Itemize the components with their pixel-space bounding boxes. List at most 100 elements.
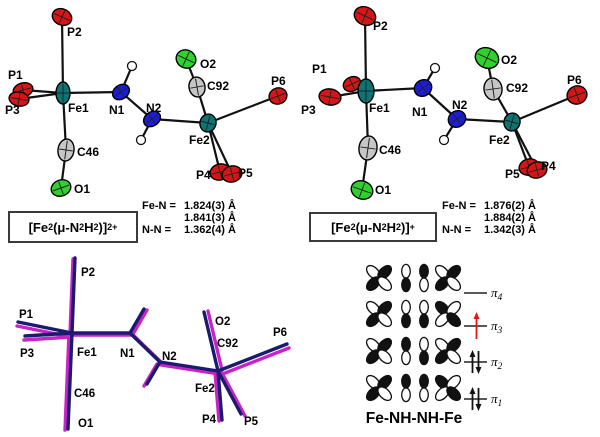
d-orbital-lobe — [377, 276, 393, 292]
bond-line — [207, 94, 279, 125]
distance-label: N-N = — [142, 224, 172, 236]
atom-P1e — [342, 75, 362, 93]
overlay-atom-label: P5 — [244, 416, 259, 428]
electron-arrow-head — [475, 367, 482, 374]
atom-H1 — [429, 62, 441, 74]
d-orbital-lobe — [377, 312, 393, 328]
p-orbital-lobe — [419, 336, 429, 352]
mo-row-pi2: π2 — [365, 336, 503, 374]
atom-O2 — [175, 49, 197, 69]
formula-text: 2 — [381, 222, 387, 232]
formula-text: )] — [98, 219, 108, 235]
distance-label: N-N = — [442, 224, 472, 236]
overlay-bond-navy — [216, 342, 289, 373]
d-orbital-lobe — [446, 386, 462, 402]
ellipsoid-meridian — [366, 137, 370, 159]
distance-row: Fe-N =1.876(2) Å — [442, 200, 536, 212]
atom-label: P2 — [373, 19, 388, 33]
atom-label: O2 — [200, 57, 216, 71]
p-orbital-lobe — [401, 277, 411, 293]
ellipsoid-meridian — [217, 165, 223, 179]
atom-label: O2 — [501, 53, 517, 67]
atom-label: P6 — [567, 73, 582, 87]
overlay-bond-magenta — [68, 257, 75, 336]
atom-Fe2 — [503, 112, 521, 132]
overlay-bond-magenta — [220, 371, 247, 418]
atom-label: C92 — [506, 81, 528, 95]
formula-text: )] — [401, 219, 410, 235]
distance-label: Fe-N = — [142, 200, 176, 212]
atom-label: N1 — [412, 105, 428, 119]
bond-line — [151, 117, 209, 125]
atom-label: Fe1 — [68, 101, 89, 115]
atom-C46 — [57, 138, 75, 162]
atom-label: N2 — [452, 98, 468, 112]
formula-text: H — [84, 219, 94, 235]
atom-label: O1 — [74, 182, 90, 196]
ellipsoid-meridian — [328, 90, 332, 104]
atom-P3e — [318, 88, 342, 106]
hydrogen-atom — [135, 134, 147, 146]
formula-text: 2 — [395, 222, 401, 232]
p-orbital-lobe — [401, 313, 411, 329]
formula-text: 2 — [93, 222, 99, 232]
electron-arrow-head — [473, 312, 480, 319]
atom-label: Fe2 — [189, 133, 210, 147]
ellipsoid-meridian — [148, 113, 156, 125]
distance-value: 1.876(2) Å — [484, 200, 536, 212]
overlay-bond-navy — [128, 307, 146, 335]
p-orbital-lobe — [401, 387, 411, 403]
atom-label: P3 — [5, 103, 20, 117]
ellipsoid-meridian — [349, 78, 355, 90]
atom-P6e — [268, 87, 288, 105]
bond-line — [62, 90, 122, 95]
distance-label — [442, 212, 484, 224]
electron-arrow-head — [475, 404, 482, 411]
overlay-atom-label: P2 — [81, 267, 95, 279]
pi-level-subscript: 1 — [498, 399, 503, 409]
overlay-atom-label: P6 — [273, 327, 287, 339]
pi-level-label: π1 — [491, 391, 502, 409]
distance-value: 1.841(3) Å — [184, 212, 236, 224]
atom-N2 — [142, 110, 162, 128]
atom-Fe1 — [357, 78, 375, 104]
overlay-atom-label: P4 — [202, 414, 217, 426]
atom-label: N2 — [146, 101, 162, 115]
ellipsoid-meridian — [17, 93, 21, 105]
overlay-atom-label: Fe1 — [77, 347, 97, 359]
atom-label: P3 — [301, 103, 316, 117]
overlay-bond-magenta — [213, 370, 221, 423]
mo-row-pi1: π1 — [365, 373, 502, 411]
overlay-bond-navy — [66, 331, 74, 431]
atom-P5e — [221, 165, 243, 183]
formula-text: (μ-N — [53, 219, 80, 235]
distance-row: Fe-N = 1.824(3) Å — [142, 200, 236, 212]
atom-label: P4 — [541, 159, 556, 173]
atom-H2 — [135, 134, 147, 146]
ellipsoid-meridian — [229, 167, 235, 181]
distance-row: 1.841(3) Å — [142, 212, 236, 224]
mo-row-pi4: π4 — [365, 263, 503, 303]
atom-label: Fe2 — [489, 133, 510, 147]
atom-label: C92 — [207, 79, 229, 93]
ellipsoid-meridian — [205, 115, 211, 131]
bond-line — [207, 122, 233, 175]
ellipsoid-meridian — [482, 50, 492, 66]
formula-text: 2 — [48, 222, 54, 232]
atom-label: P1 — [8, 68, 23, 82]
atom-label: N1 — [109, 103, 125, 117]
overlay-bond-navy — [216, 369, 243, 416]
atom-O1 — [50, 179, 72, 197]
distance-value: 1.824(3) Å — [184, 200, 236, 212]
distance-row: 1.884(2) Å — [442, 212, 536, 224]
atom-P3e — [8, 91, 30, 107]
distance-label — [142, 212, 184, 224]
formula-text: (μ-N — [355, 219, 382, 235]
pi-level-subscript: 3 — [497, 326, 503, 336]
p-orbital-lobe — [401, 299, 411, 315]
atom-H2 — [438, 134, 450, 146]
